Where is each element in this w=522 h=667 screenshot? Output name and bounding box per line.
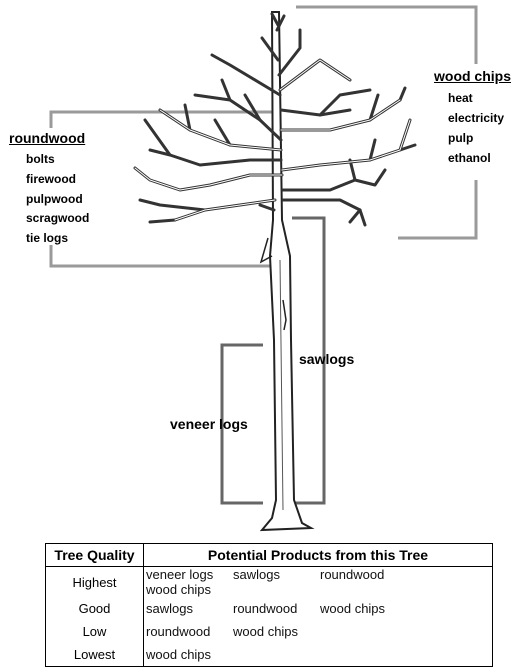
product-item: wood chips bbox=[233, 624, 320, 639]
wood-chips-item-ethanol: ethanol bbox=[448, 149, 491, 169]
roundwood-item-bolts: bolts bbox=[26, 150, 55, 170]
wood-chips-item-electricity: electricity bbox=[448, 109, 504, 129]
header-tree-quality: Tree Quality bbox=[46, 544, 144, 567]
quality-cell: Highest bbox=[46, 567, 144, 598]
quality-cell: Lowest bbox=[46, 643, 144, 667]
products-table: Tree Quality Potential Products from thi… bbox=[45, 543, 493, 667]
roundwood-bracket-bottom bbox=[51, 245, 274, 266]
roundwood-item-pulpwood: pulpwood bbox=[26, 190, 83, 210]
roundwood-bracket-top bbox=[51, 112, 272, 128]
callout-lines bbox=[51, 7, 476, 266]
products-cell: wood chips bbox=[144, 643, 493, 667]
product-item: sawlogs bbox=[146, 601, 233, 616]
product-item: roundwood bbox=[146, 624, 233, 639]
quality-cell: Good bbox=[46, 597, 144, 620]
roundwood-item-tie-logs: tie logs bbox=[26, 229, 68, 249]
product-item: wood chips bbox=[146, 582, 233, 597]
product-item: sawlogs bbox=[233, 567, 320, 582]
roundwood-item-firewood: firewood bbox=[26, 170, 76, 190]
wood-chips-bracket-bottom bbox=[398, 180, 476, 238]
product-item: wood chips bbox=[320, 601, 407, 616]
sawlogs-label: sawlogs bbox=[299, 351, 354, 367]
table-header-row: Tree Quality Potential Products from thi… bbox=[46, 544, 493, 567]
product-item: veneer logs bbox=[146, 567, 233, 582]
tree-diagram: wood chips heat electricity pulp ethanol… bbox=[0, 0, 522, 535]
table-row: Lowest wood chips bbox=[46, 643, 493, 667]
wood-chips-bracket-top bbox=[296, 7, 476, 64]
wood-chips-title: wood chips bbox=[434, 68, 511, 84]
wood-chips-item-pulp: pulp bbox=[448, 129, 473, 149]
quality-cell: Low bbox=[46, 620, 144, 643]
product-item: roundwood bbox=[320, 567, 407, 582]
wood-chips-item-heat: heat bbox=[448, 89, 473, 109]
product-item: wood chips bbox=[146, 647, 233, 662]
header-potential-products: Potential Products from this Tree bbox=[144, 544, 493, 567]
veneer-logs-label: veneer logs bbox=[170, 416, 248, 432]
product-item: roundwood bbox=[233, 601, 320, 616]
roundwood-title: roundwood bbox=[9, 130, 85, 146]
roundwood-item-scragwood: scragwood bbox=[26, 209, 89, 229]
